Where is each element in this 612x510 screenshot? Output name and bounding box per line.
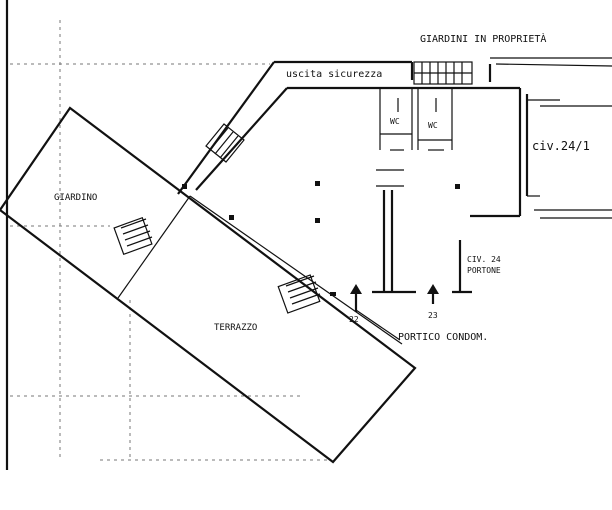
- wc-blocks: [379, 88, 453, 151]
- diagonal-wall: [177, 61, 288, 195]
- garden-terrace-block: [0, 106, 417, 464]
- label-portone: PORTONE: [467, 266, 501, 275]
- label-wc-2: WC: [428, 121, 438, 130]
- label-uscita-sicurezza: uscita sicurezza: [286, 69, 382, 80]
- label-terrazzo: TERRAZZO: [214, 323, 257, 333]
- label-portico-condominiale: PORTICO CONDOM.: [398, 332, 488, 343]
- stair-garden: [113, 216, 153, 256]
- scan-guidelines: [10, 20, 330, 461]
- label-giardini-proprieta: GIARDINI IN PROPRIETÀ: [420, 32, 546, 45]
- stair-top: [413, 61, 473, 85]
- entrance-arrow-23: [427, 284, 439, 304]
- entrance-arrow-22: [350, 284, 362, 312]
- stair-terrace: [277, 274, 321, 314]
- label-quota-23: 23: [428, 311, 438, 320]
- label-wc-1: WC: [390, 117, 400, 126]
- fixture-dots: [182, 181, 460, 296]
- interior-partitions: [372, 169, 472, 294]
- stair-diagonal: [205, 123, 245, 163]
- label-civico-24-1: civ.24/1: [532, 139, 590, 153]
- label-civico-24: CIV. 24: [467, 255, 501, 264]
- label-quota-22: 22: [349, 315, 359, 324]
- portico-line: [355, 309, 401, 341]
- label-giardino: GIARDINO: [54, 193, 97, 203]
- top-wall: [274, 57, 612, 90]
- right-wall: [470, 88, 612, 219]
